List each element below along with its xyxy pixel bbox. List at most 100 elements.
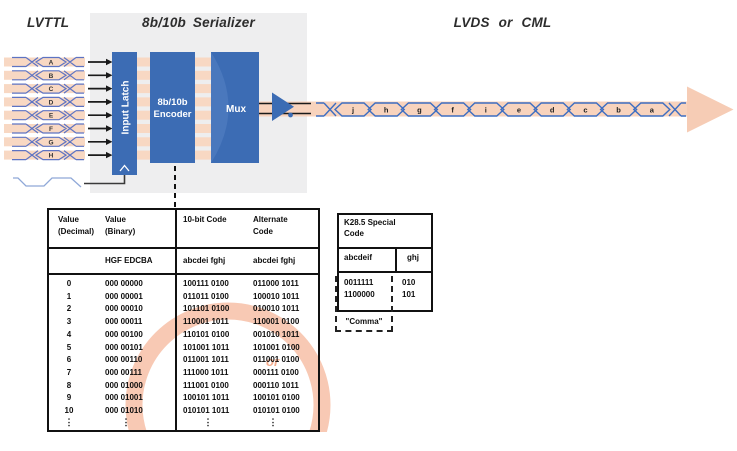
lane-band: [4, 57, 85, 67]
lane-band: [4, 97, 85, 107]
table-cell: 010101 1011: [183, 406, 230, 415]
encoder-label-line1: 8b/10b: [157, 97, 187, 108]
clock-notch: [112, 163, 137, 175]
lane-eye-pattern: [12, 56, 84, 68]
table-cell: 111001 0100: [183, 380, 229, 390]
table-cell: 6: [66, 355, 72, 365]
k285-cell: 101: [402, 290, 416, 299]
lane-label: E: [49, 113, 54, 120]
col-header: Value: [105, 215, 126, 224]
stream-bit-label: h: [384, 105, 389, 114]
lane-label: G: [48, 139, 53, 146]
stream-bit-label: d: [550, 105, 555, 114]
input-latch-label: Input Latch: [121, 81, 132, 135]
lane-label: F: [49, 126, 53, 133]
stream-eye: [499, 102, 539, 117]
bus-segment: [137, 150, 150, 160]
mux-curve: [211, 52, 229, 163]
stream-bit-label: f: [451, 105, 454, 114]
table-cell: 100010 1011: [253, 291, 300, 301]
k285-col-header: ghj: [407, 253, 419, 262]
k285-title: K28.5 Special: [344, 218, 396, 227]
lane-band: [4, 124, 85, 133]
stream-bit-label: j: [351, 105, 354, 114]
table-cell: 000 00000: [105, 279, 143, 288]
stream-eye-ends: [316, 102, 686, 117]
table-cell: 8: [66, 380, 72, 390]
table-cell: 110101 0100: [183, 329, 230, 339]
table-cell: 011001 1011: [183, 355, 229, 365]
bus-segment: [195, 97, 211, 107]
lane-band: [4, 150, 85, 160]
bus-segment: [195, 137, 211, 147]
stream-bit-label: g: [417, 105, 422, 114]
stream-arrowhead: [687, 86, 734, 133]
table-ellipsis: ⋮: [203, 417, 213, 427]
stream-eye: [333, 102, 373, 117]
table-cell: 011011 0100: [183, 291, 229, 301]
bus-segment: [195, 124, 211, 133]
encoder-block: [150, 52, 195, 163]
table-cell: 4: [66, 329, 72, 339]
table-cell: 100101 0100: [253, 393, 300, 403]
lvttl-heading: LVTTL: [27, 15, 70, 30]
k285-cell: 1100000: [344, 290, 375, 299]
stream-eye: [367, 102, 406, 117]
input-arrowhead-icon: [106, 58, 113, 66]
stream-bit-label: a: [650, 105, 655, 114]
input-latch-block: [112, 52, 137, 163]
table-cell: 101001 0100: [253, 342, 300, 352]
bus-segment: [137, 57, 150, 67]
table-rule: [339, 247, 431, 249]
lane-eye-pattern: [12, 136, 84, 147]
table-cell: 7: [66, 367, 72, 377]
col-header: Value: [58, 215, 79, 224]
table-cell: 000 01001: [105, 393, 143, 403]
table-cell: 011001 0100: [253, 355, 300, 365]
table-ellipsis: ⋮: [268, 417, 278, 427]
table-cell: 000 00011: [105, 317, 143, 327]
table-cell: 111000 1011: [183, 367, 229, 377]
lane-eye-pattern: [12, 123, 84, 134]
stream-eye: [533, 102, 572, 117]
bus-segment: [137, 110, 150, 120]
clock-edge-caret-icon: [119, 164, 130, 172]
bit-order-header: HGF EDCBA: [105, 256, 153, 265]
stream-bit-label: e: [517, 105, 521, 114]
input-arrowhead-icon: [106, 85, 113, 92]
bus-segment: [195, 84, 211, 94]
bus-segment: [137, 97, 150, 107]
table-ellipsis: ⋮: [64, 417, 74, 427]
stream-eye: [466, 102, 505, 117]
table-cell: 101101 0100: [183, 304, 230, 314]
table-cell: 000 01010: [105, 406, 143, 415]
input-arrowhead-icon: [106, 125, 113, 132]
lane-label: C: [49, 86, 54, 93]
table-cell: 000 00101: [105, 342, 143, 352]
lane-band: [4, 110, 85, 120]
stream-eye: [433, 102, 472, 117]
table-cell: 010101 0100: [253, 406, 300, 415]
bus-segment: [195, 57, 211, 67]
input-arrowhead-icon: [106, 138, 113, 145]
stream-bit-label: c: [583, 105, 587, 114]
table-cell: 110001 0100: [253, 317, 300, 327]
comma-label: "Comma": [345, 317, 383, 326]
table-cell: 000 01000: [105, 380, 143, 390]
col-header: Code: [253, 227, 273, 236]
lane-band: [4, 70, 85, 80]
bus-segment: [195, 70, 211, 80]
input-arrowhead-icon: [106, 112, 113, 119]
bus-segment: [137, 124, 150, 133]
table-cell: 000 00100: [105, 329, 143, 339]
table-cell: 10: [64, 406, 74, 415]
table-divider: [175, 210, 177, 430]
lvds-cml-heading: LVDS or CML: [453, 15, 552, 30]
k285-cell: 0011111: [344, 277, 374, 287]
lane-label: B: [49, 73, 54, 80]
stream-eye: [566, 102, 605, 117]
